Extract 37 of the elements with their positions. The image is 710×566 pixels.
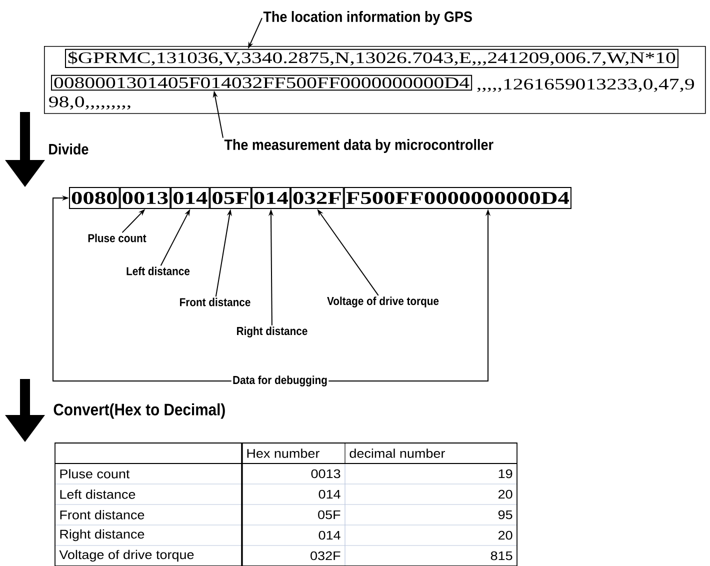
table-value: 95 bbox=[498, 510, 512, 520]
row-label: Front distance bbox=[60, 510, 144, 520]
row-label: Voltage of drive torque bbox=[59, 550, 194, 562]
row-label: Pluse count bbox=[60, 469, 130, 478]
bracket-label: Data for debugging bbox=[233, 376, 327, 386]
hex-field-box: 032F bbox=[290, 187, 344, 209]
column-header: Hex number bbox=[247, 448, 320, 458]
field-label: Right distance bbox=[237, 326, 308, 338]
table-value: 19 bbox=[498, 469, 512, 478]
table-value: 20 bbox=[498, 490, 512, 499]
annotation-label: The measurement data by microcontroller bbox=[224, 139, 494, 153]
table-value: 0013 bbox=[311, 469, 340, 478]
column-header: decimal number bbox=[350, 448, 445, 458]
row-label: Right distance bbox=[60, 529, 144, 542]
annotation-label: The location information by GPS bbox=[263, 11, 472, 25]
field-label: Left distance bbox=[126, 266, 190, 276]
hex-field-box: F500FF0000000000D4 bbox=[344, 187, 572, 209]
hex-field-box: 05F bbox=[210, 187, 252, 209]
row-label: Left distance bbox=[60, 490, 136, 499]
step-label: Convert(Hex to Decimal) bbox=[54, 403, 225, 419]
table-value: 05F bbox=[318, 510, 340, 520]
hex-field-box: 014 bbox=[251, 187, 290, 209]
table-value: 014 bbox=[318, 530, 340, 540]
hex-field-box: 0080 bbox=[69, 187, 120, 209]
field-label: Voltage of drive torque bbox=[327, 296, 439, 308]
hex-field-box: 014 bbox=[170, 187, 210, 209]
step-label: Divide bbox=[49, 144, 88, 154]
field-label: Pluse count bbox=[88, 234, 146, 242]
hex-field-box: 0013 bbox=[120, 187, 171, 209]
field-label: Front distance bbox=[180, 298, 250, 306]
bracket-arrow bbox=[52, 195, 232, 382]
gps-sentence-box: $GPRMC,131036,V,3340.2875,N,13026.7043,E,,,241209,006.7,W,N*10 bbox=[65, 48, 678, 68]
table-value: 20 bbox=[498, 530, 512, 540]
table-value: 014 bbox=[318, 490, 340, 499]
measurement-data-box: 0080001301405F014032FF500FF0000000000D4 bbox=[51, 74, 472, 91]
table-value: 032F bbox=[310, 551, 340, 560]
table-value: 815 bbox=[490, 551, 512, 560]
